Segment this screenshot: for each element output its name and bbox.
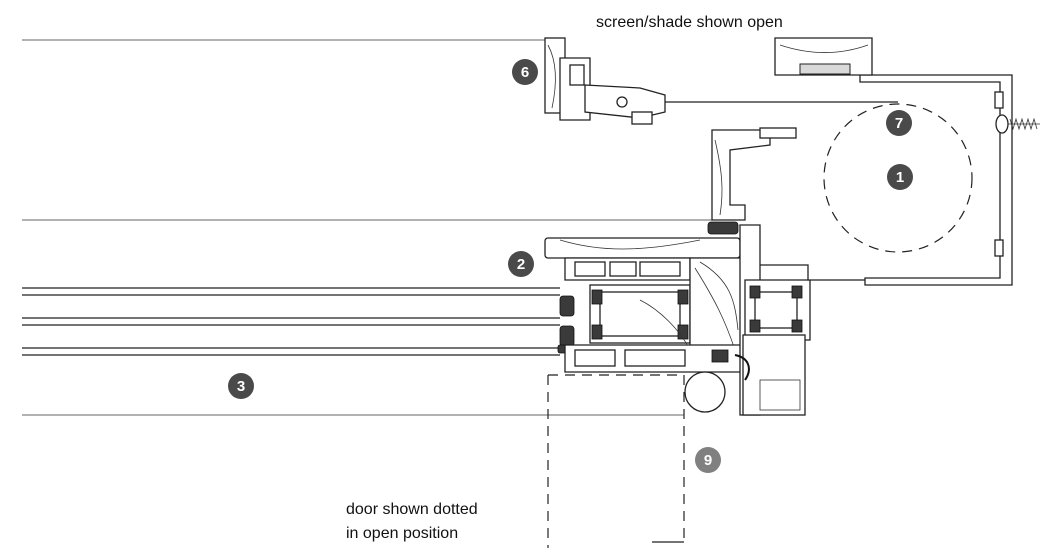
screw-fixing — [995, 114, 1040, 134]
outer-frame-profile — [684, 224, 811, 416]
screen-shade-note: screen/shade shown open — [596, 14, 783, 31]
shade-roll-outline — [823, 103, 973, 253]
callout-6: 6 — [512, 59, 538, 85]
callout-1: 1 — [887, 164, 913, 190]
callout-2: 2 — [508, 251, 534, 277]
shade-end-rail — [544, 37, 666, 125]
callout-3-label: 3 — [237, 378, 245, 395]
shade-cassette — [625, 37, 1040, 286]
callout-2-label: 2 — [517, 256, 525, 273]
reference-lines — [22, 39, 712, 416]
door-note-line-2: in open position — [346, 525, 458, 542]
callout-3: 3 — [228, 373, 254, 399]
glazing-unit — [22, 287, 577, 356]
callout-6-label: 6 — [521, 64, 529, 81]
callout-7: 7 — [886, 110, 912, 136]
callout-9: 9 — [695, 447, 721, 473]
callout-7-label: 7 — [895, 115, 903, 132]
callout-1-label: 1 — [896, 169, 904, 186]
door-sash-profile — [544, 237, 746, 373]
door-open-position-outline — [547, 374, 685, 548]
door-note-line-1: door shown dotted — [346, 501, 478, 518]
callout-9-label: 9 — [704, 452, 712, 469]
